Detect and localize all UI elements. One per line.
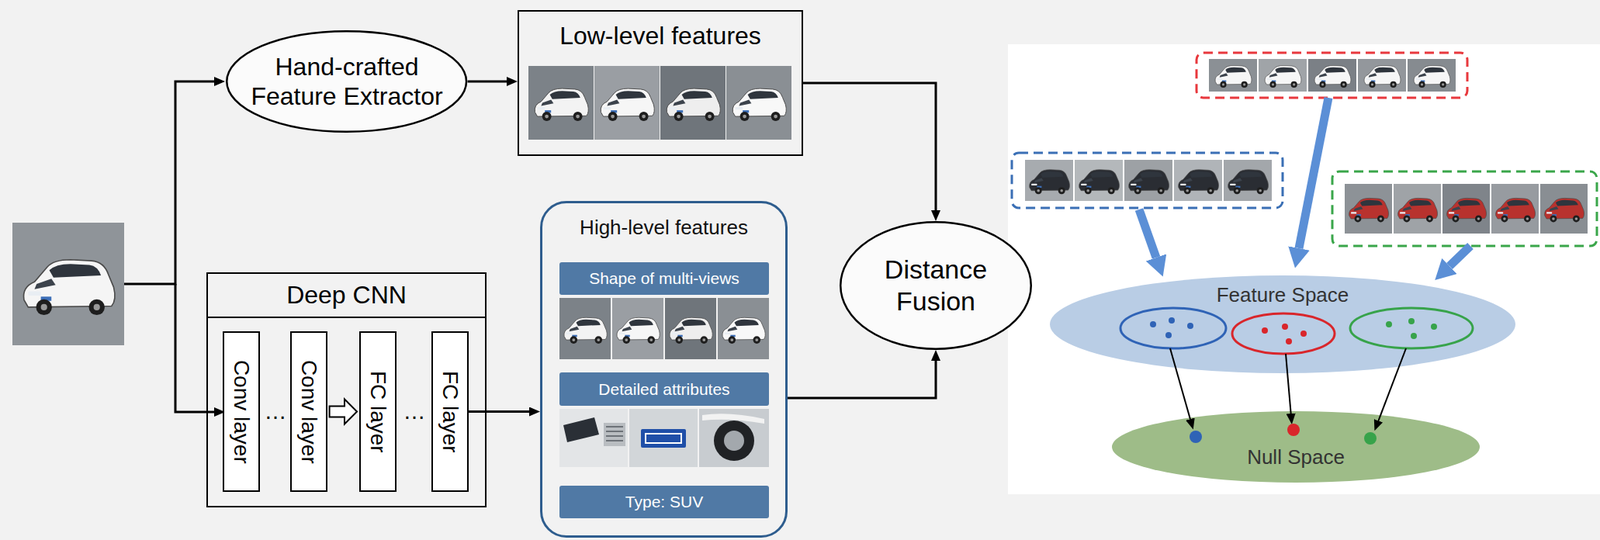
node-label: Deep CNN xyxy=(207,273,485,319)
ellipse-outline xyxy=(225,30,468,133)
layer-box: FC layer xyxy=(431,331,469,492)
ellipsis-label: … xyxy=(264,398,288,426)
space-ellipse: Null Space xyxy=(1111,411,1480,483)
input-car-image xyxy=(12,222,125,346)
fusion-ellipse: Distance Fusion xyxy=(839,221,1033,350)
layer-label: FC layer xyxy=(364,370,392,454)
network-box: Deep CNN Conv layer Conv layer FC layer FC l… xyxy=(206,272,487,508)
connector-arrow xyxy=(468,410,533,413)
node-label: Feature Space xyxy=(1216,283,1350,308)
layer-box: FC layer xyxy=(359,331,397,492)
input-arrow xyxy=(124,81,218,284)
ellipse-shape xyxy=(227,31,468,132)
layer-label: FC layer xyxy=(436,370,464,454)
green-group xyxy=(1332,171,1597,246)
null-projection xyxy=(1170,348,1407,445)
layer-box: Conv layer xyxy=(222,331,260,492)
process-ellipse: Hand-crafted Feature Extractor xyxy=(225,30,468,133)
attribute-band: Detailed attributes xyxy=(559,372,769,406)
node-label: Detailed attributes xyxy=(598,379,730,399)
node-label: Low-level features xyxy=(559,20,762,51)
node-label: Type: SUV xyxy=(625,491,704,512)
blue-group xyxy=(1011,152,1283,208)
layer-box: Conv layer xyxy=(290,331,328,492)
detail-thumbnails xyxy=(559,408,769,468)
connector-arrow xyxy=(787,357,936,399)
hollow-arrow xyxy=(329,399,357,425)
space-ellipse: Feature Space xyxy=(1049,275,1516,374)
node-label: Null Space xyxy=(1246,445,1345,470)
low-level-thumbnails xyxy=(528,65,792,140)
attribute-band: Shape of multi-views xyxy=(559,262,769,295)
feature-box: Low-level features xyxy=(517,10,804,156)
ellipse-shape xyxy=(1049,275,1516,374)
feature-clusters xyxy=(1120,308,1473,354)
ellipse-shape xyxy=(840,221,1032,350)
projection-arrow xyxy=(1298,97,1329,249)
multi-view-thumbnails xyxy=(559,297,769,360)
layer-label: Conv layer xyxy=(228,360,255,465)
red-group xyxy=(1196,52,1468,98)
ellipse-outline xyxy=(839,221,1033,350)
white-panel xyxy=(1007,44,1600,495)
projection-arrow xyxy=(1449,245,1471,267)
feature-group: High-level featuresShape of multi-viewsD… xyxy=(540,200,788,538)
node-label: Distance Fusion xyxy=(873,253,998,318)
attribute-band: Type: SUV xyxy=(559,485,769,519)
node-label: Hand-crafted Feature Extractor xyxy=(245,51,449,112)
input-arrow xyxy=(175,283,218,413)
ellipse-shape xyxy=(1111,411,1480,483)
connector-arrow xyxy=(803,83,936,214)
node-label: High-level features xyxy=(579,215,749,240)
ellipsis-label: … xyxy=(403,398,426,426)
node-label: Shape of multi-views xyxy=(588,268,740,288)
connector-arrow xyxy=(467,80,510,84)
projection-arrow xyxy=(1139,209,1157,258)
layer-label: Conv layer xyxy=(295,360,323,465)
